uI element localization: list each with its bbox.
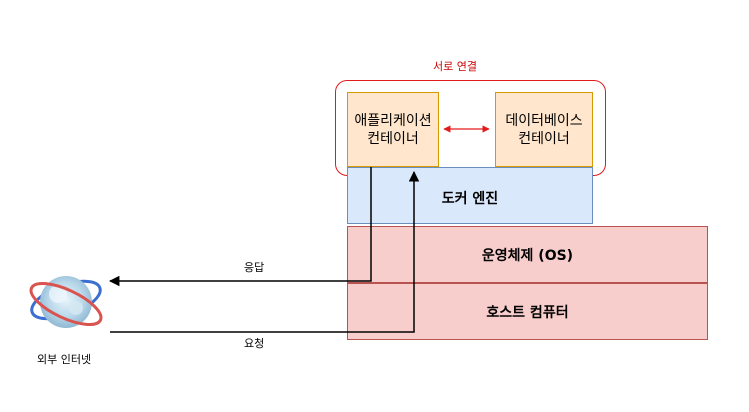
db-container-box[interactable]: 데이터베이스 컨테이너 xyxy=(495,92,593,167)
docker-engine-label: 도커 엔진 xyxy=(441,190,499,207)
app-container-box[interactable]: 애플리케이션 컨테이너 xyxy=(347,92,439,167)
docker-engine-layer[interactable]: 도커 엔진 xyxy=(347,167,593,224)
os-label: 운영체제 (OS) xyxy=(481,247,574,264)
internet-label: 외부 인터넷 xyxy=(37,353,92,366)
db-container-label-line2: 컨테이너 xyxy=(518,130,570,147)
globe-icon xyxy=(29,276,103,328)
host-computer-layer[interactable]: 호스트 컴퓨터 xyxy=(347,283,708,340)
db-container-label-line1: 데이터베이스 xyxy=(505,112,583,129)
response-label: 응답 xyxy=(244,261,265,274)
response-arrow xyxy=(108,167,372,287)
request-label: 요청 xyxy=(244,337,265,350)
host-computer-label: 호스트 컴퓨터 xyxy=(486,304,569,321)
request-arrow xyxy=(110,170,420,333)
app-container-label-line2: 컨테이너 xyxy=(367,130,419,147)
app-container-label-line1: 애플리케이션 xyxy=(354,112,432,129)
group-label: 서로 연결 xyxy=(433,60,477,73)
os-layer[interactable]: 운영체제 (OS) xyxy=(347,226,708,283)
